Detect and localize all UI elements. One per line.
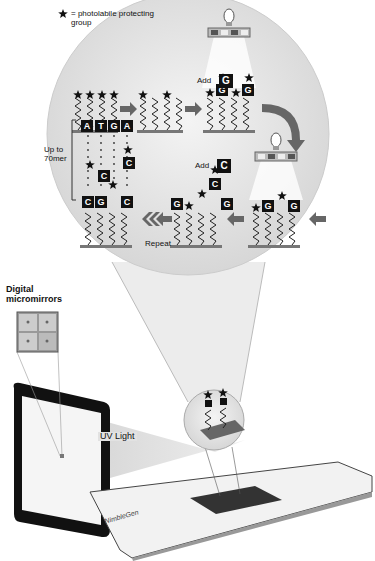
array-chip [190,486,282,514]
base-letter: C [98,170,110,182]
process-arrow [120,102,326,226]
zoom-cone [112,262,265,402]
base-letter: G [95,196,107,208]
monitor [14,383,110,537]
label: Add [195,161,209,170]
base-letter: T [95,120,107,132]
base-letter: G [171,198,183,210]
base-letter: C [82,196,94,208]
zoom-circle-small [184,390,244,450]
label: Repeat [138,239,178,248]
base-letter: C [220,160,227,171]
base-letter: C [123,157,135,169]
monitor-screen [22,396,101,525]
glass-slide [90,462,372,558]
label: Up to 70mer [44,145,70,163]
base-letter: C [121,196,133,208]
bracket [72,120,76,200]
added-base: C [217,159,231,173]
legend-text: = photolabile protecting group [71,9,159,27]
base-letter: G [288,200,300,212]
base-letter: G [222,75,230,86]
base-letter: G [242,84,254,96]
base-letter: G [221,198,233,210]
zoom-circle [47,0,329,275]
label: Add [197,76,211,85]
label: Digital micromirrors [6,284,76,304]
base-letter: A [81,120,93,132]
protecting-group [58,9,287,399]
base-letter: G [108,120,120,132]
dots [87,135,128,186]
base-letter: C [209,178,221,190]
added-base: G [219,74,233,88]
base-letter: A [121,120,133,132]
label: UV Light [98,432,137,441]
base-letter: G [262,200,274,212]
micromirrors [17,312,58,352]
